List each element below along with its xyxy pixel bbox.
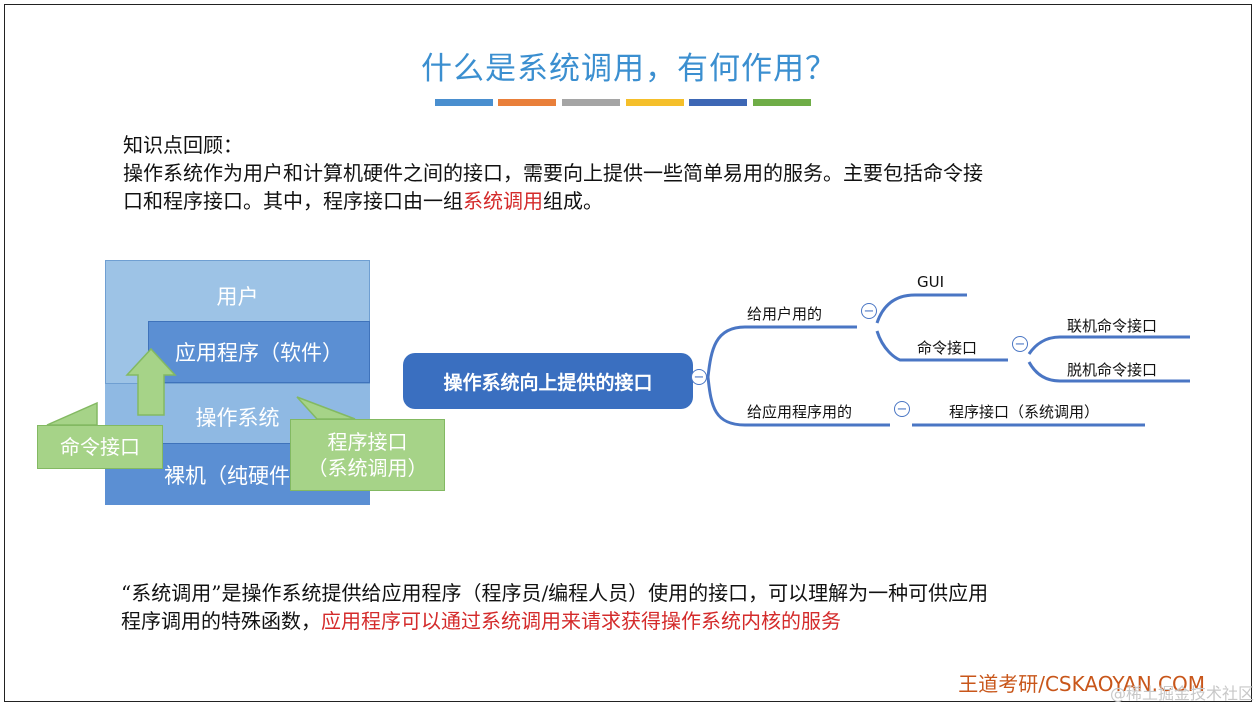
bottom-line-2: 程序调用的特殊函数，应用程序可以通过系统调用来请求获得操作系统内核的服务: [121, 607, 841, 635]
slide-title: 什么是系统调用，有何作用？: [421, 51, 837, 87]
callout-program-interface: 程序接口 （系统调用）: [290, 419, 445, 491]
layer-user-label: 用户: [216, 285, 259, 309]
connector-user-gui: [875, 293, 967, 324]
title-bar-2: [498, 99, 556, 106]
node-offline-command: 脱机命令接口: [1067, 361, 1158, 379]
node-for-apps: 给应用程序用的: [747, 403, 853, 421]
collapse-toggle-command[interactable]: −: [1012, 336, 1028, 352]
collapse-toggle-apps[interactable]: −: [894, 401, 910, 417]
node-program-interface: 程序接口（系统调用）: [949, 403, 1100, 421]
connector-user-cmd: [875, 330, 1008, 362]
slide: 什么是系统调用，有何作用？ 知识点回顾： 操作系统作为用户和计算机硬件之间的接口…: [4, 4, 1252, 702]
node-command-interface: 命令接口: [917, 339, 978, 357]
bottom-highlight: 应用程序可以通过系统调用来请求获得操作系统内核的服务: [321, 609, 841, 633]
layer-app-label: 应用程序（软件）: [175, 341, 343, 365]
connector-cmd-online: [1027, 335, 1190, 355]
collapse-icon: −: [693, 370, 705, 385]
review-line-2: 口和程序接口。其中，程序接口由一组系统调用组成。: [123, 187, 603, 215]
review-highlight-syscall: 系统调用: [463, 189, 543, 213]
layer-os-label: 操作系统: [195, 406, 280, 430]
node-gui: GUI: [917, 273, 945, 291]
mindmap-center-node: 操作系统向上提供的接口: [403, 353, 693, 409]
node-online-command: 联机命令接口: [1067, 317, 1158, 335]
collapse-icon: −: [896, 402, 908, 417]
watermark: @稀土掘金技术社区: [1109, 684, 1254, 703]
mindmap-center-label: 操作系统向上提供的接口: [443, 371, 653, 394]
layer-app: 应用程序（软件）: [148, 321, 370, 383]
diagram-arrows: [46, 347, 356, 426]
collapse-icon: −: [863, 304, 875, 319]
callout-command-interface: 命令接口: [37, 425, 163, 469]
node-for-users: 给用户用的: [747, 305, 823, 323]
connector-cmd-offline: [1027, 361, 1190, 383]
bottom-line-2-text: 程序调用的特殊函数，: [121, 609, 321, 633]
mindmap-connectors: [706, 293, 1190, 427]
review-line-1: 操作系统作为用户和计算机硬件之间的接口，需要向上提供一些简单易用的服务。主要包括…: [123, 161, 983, 185]
collapse-toggle-center[interactable]: −: [691, 369, 707, 385]
review-line-2-tail: 组成。: [543, 189, 603, 213]
callout-program-label-1: 程序接口: [327, 430, 408, 454]
connector-center-user: [706, 325, 857, 378]
review-heading: 知识点回顾：: [123, 133, 243, 157]
callout-program-label-2: （系统调用）: [307, 456, 428, 480]
callout-command-label: 命令接口: [60, 435, 140, 459]
title-bar-5: [689, 99, 747, 106]
title-bar-4: [626, 99, 684, 106]
title-bar-1: [435, 99, 493, 106]
connector-center-app: [706, 376, 890, 427]
up-arrow-shape: [125, 347, 177, 416]
collapse-toggle-users[interactable]: −: [861, 303, 877, 319]
title-bar-3: [562, 99, 620, 106]
footer-brand: 王道考研/CSKAOYAN.COM: [958, 672, 1205, 696]
bottom-line-1: “系统调用”是操作系统提供给应用程序（程序员/编程人员）使用的接口，可以理解为一…: [121, 581, 989, 605]
collapse-icon: −: [1014, 337, 1026, 352]
title-bar-6: [753, 99, 811, 106]
review-line-2-text: 口和程序接口。其中，程序接口由一组: [123, 189, 463, 213]
layer-hardware-label: 裸机（纯硬件）: [164, 464, 311, 488]
